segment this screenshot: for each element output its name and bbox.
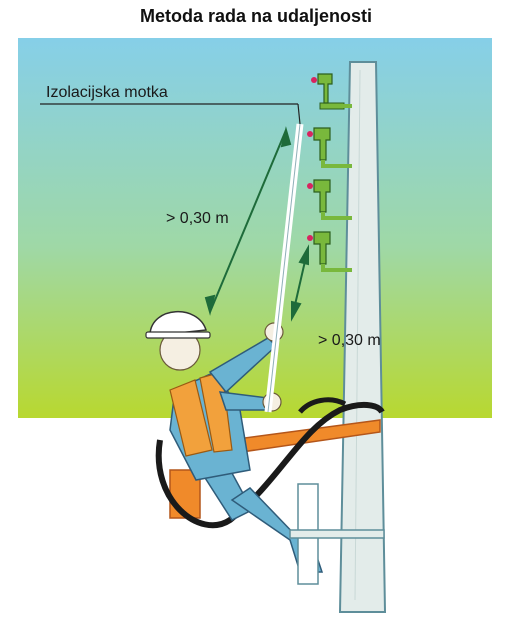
dimension-arrow-pole <box>291 244 309 322</box>
insulating-pole-label: Izolacijska motka <box>46 84 168 101</box>
insulator-icon <box>311 73 352 110</box>
safety-strap <box>155 402 385 529</box>
insulator-icon <box>307 179 352 220</box>
insulator-icon <box>307 127 352 168</box>
distance-worker-label: > 0,30 m <box>166 210 229 227</box>
pole-step <box>289 483 385 585</box>
distance-pole-label: > 0,30 m <box>318 332 381 349</box>
page-title: Metoda rada na udaljenosti <box>139 6 373 26</box>
helmet-icon <box>145 310 211 339</box>
dimension-arrow-worker <box>204 126 292 316</box>
insulator-icon <box>307 231 352 272</box>
